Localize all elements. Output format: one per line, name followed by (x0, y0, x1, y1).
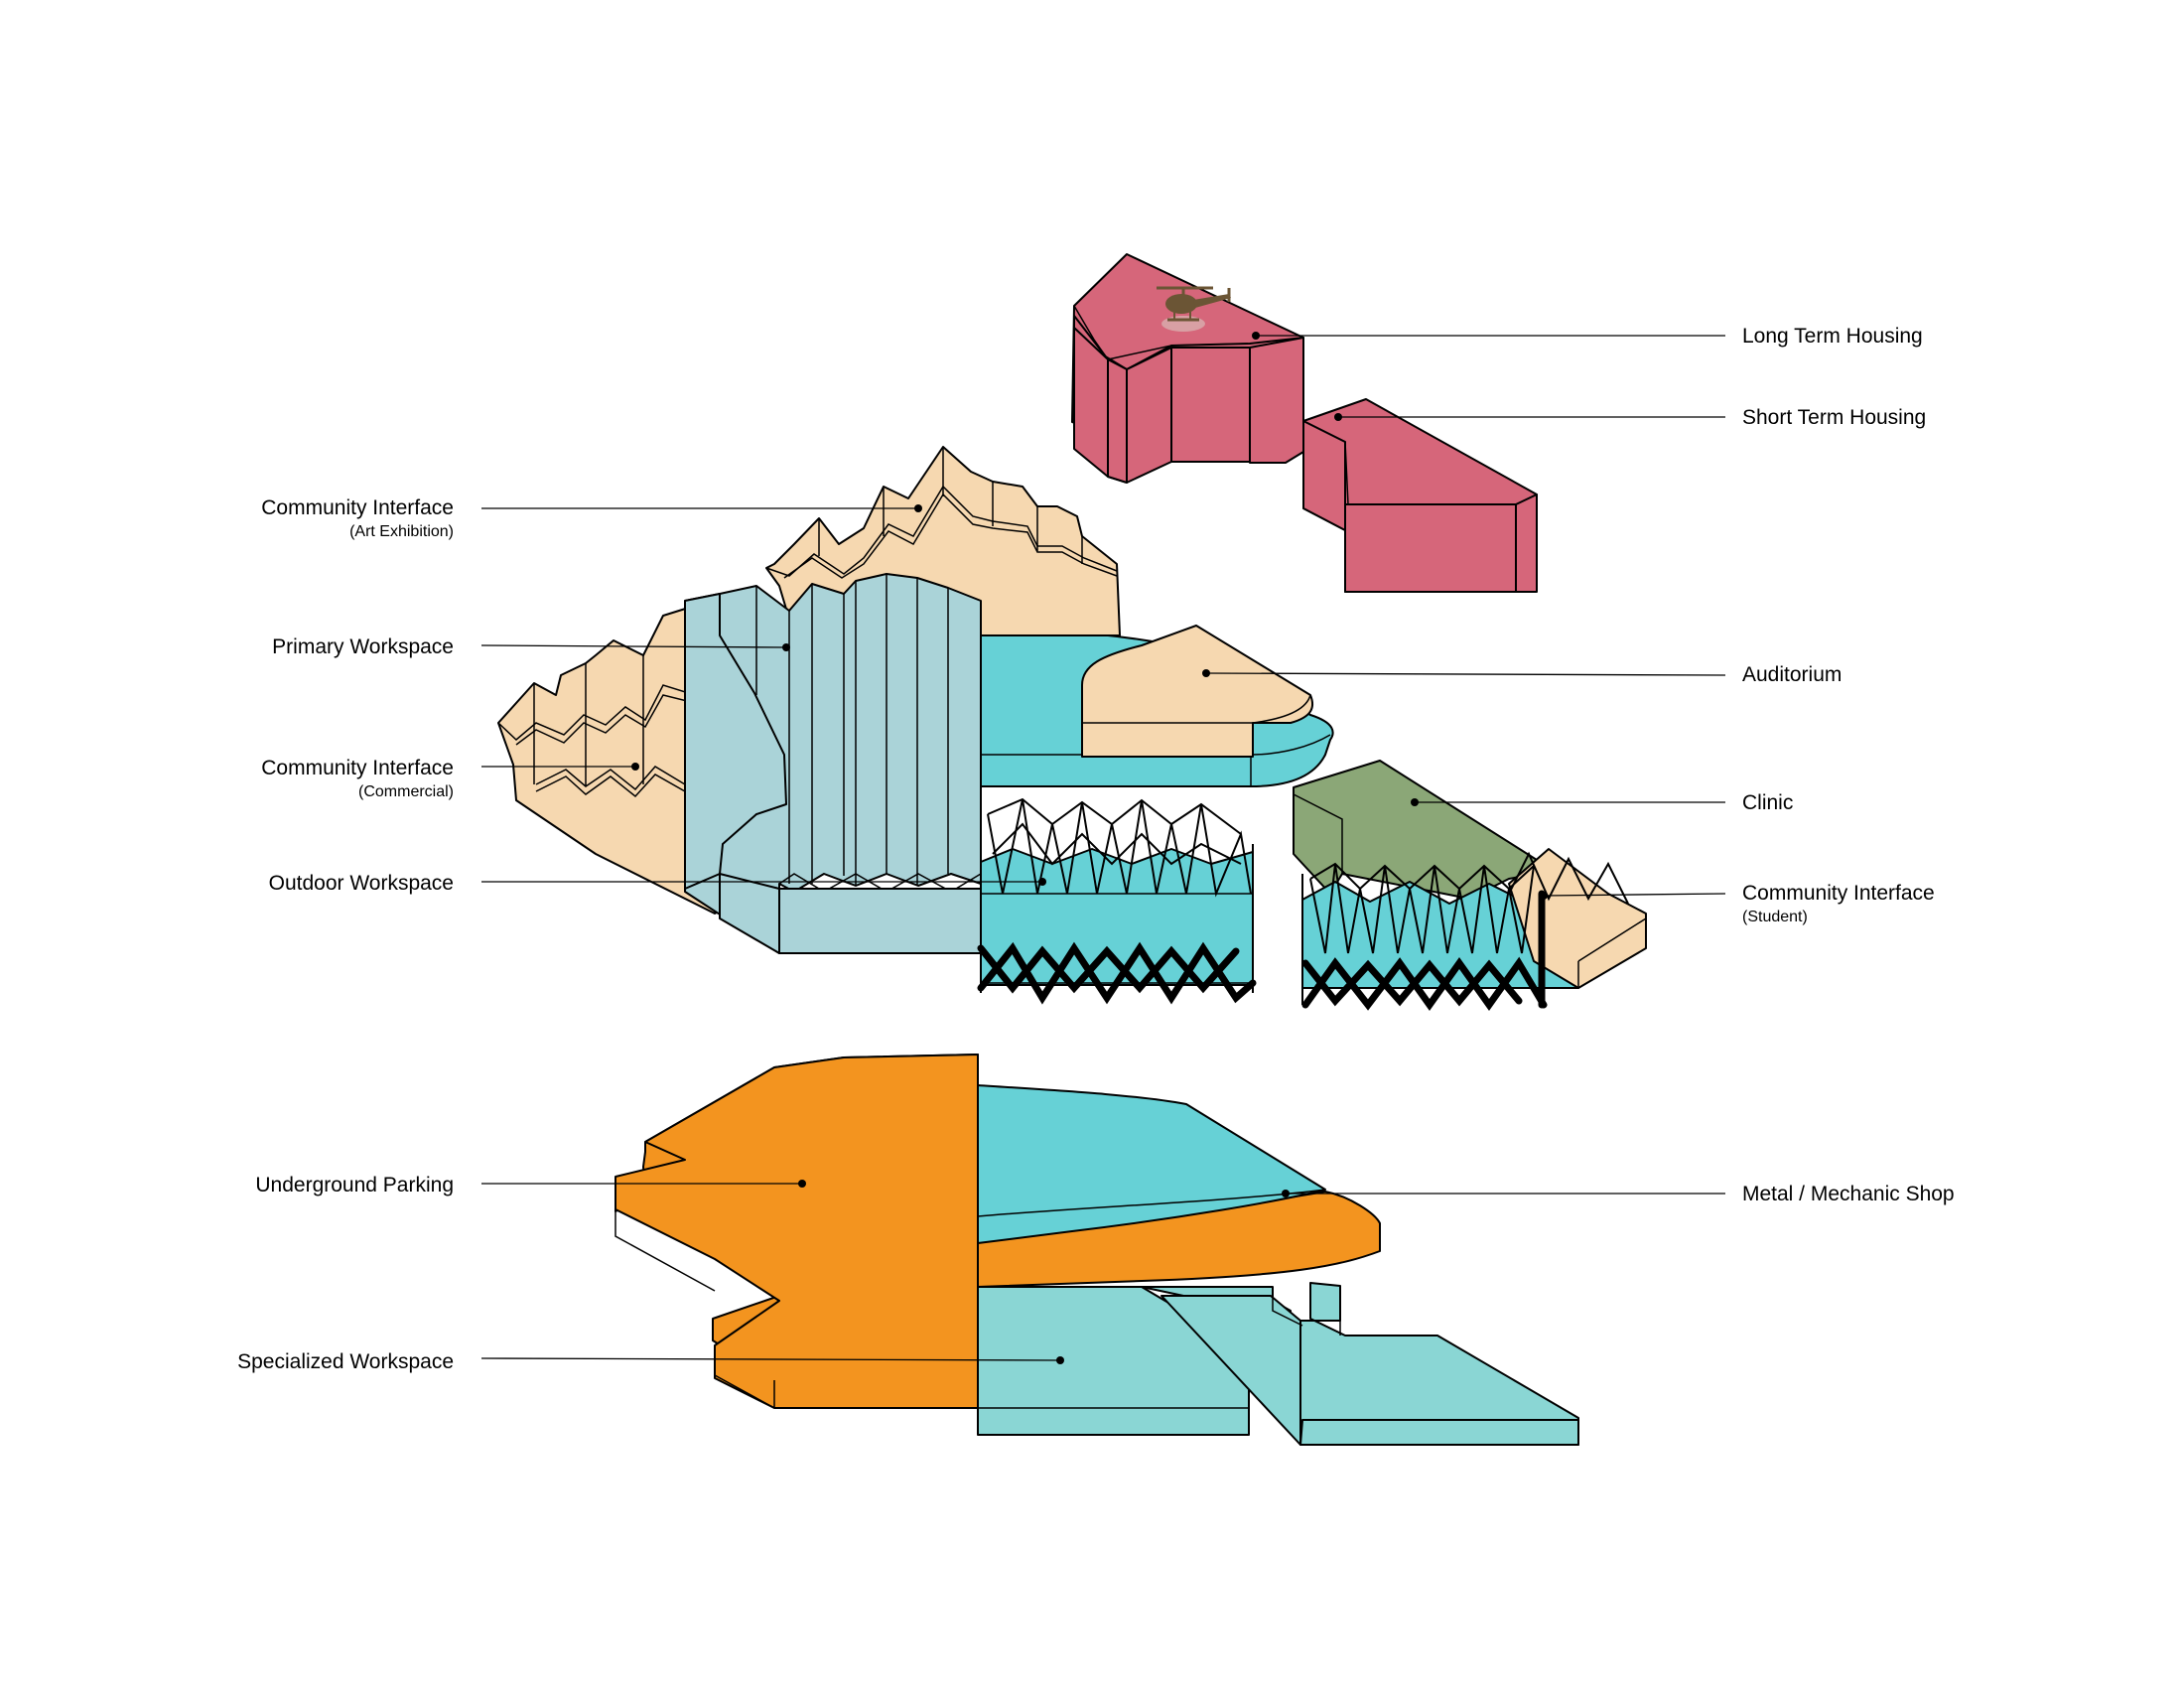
clinic-block (1293, 760, 1538, 900)
label-community-art: Community Interface (261, 496, 454, 519)
label-community-student: Community Interface (1742, 882, 1935, 905)
label-community-student-sub: (Student) (1742, 909, 1808, 925)
student-truss-structure (1301, 862, 1548, 1012)
label-community-commercial: Community Interface (261, 757, 454, 779)
label-clinic: Clinic (1742, 791, 1793, 814)
underground-parking-block (614, 1054, 1381, 1409)
leader-lines (480, 332, 1726, 1364)
label-community-commercial-sub: (Commercial) (358, 783, 454, 800)
label-underground-parking: Underground Parking (255, 1174, 454, 1196)
long-term-housing-block (1071, 253, 1304, 484)
outdoor-truss-structure (977, 796, 1257, 1005)
auditorium-block (1081, 625, 1314, 758)
specialized-workspace-block (977, 1282, 1579, 1446)
label-short-term-housing: Short Term Housing (1742, 406, 1926, 429)
helicopter-icon (1157, 286, 1231, 332)
label-primary-workspace: Primary Workspace (272, 635, 454, 658)
label-metal-shop: Metal / Mechanic Shop (1742, 1183, 1955, 1205)
label-outdoor-workspace: Outdoor Workspace (269, 872, 454, 895)
primary-workspace-block (684, 573, 982, 954)
label-specialized-workspace: Specialized Workspace (237, 1350, 454, 1373)
label-long-term-housing: Long Term Housing (1742, 325, 1923, 348)
metal-shop-block (977, 1084, 1326, 1244)
label-auditorium: Auditorium (1742, 663, 1842, 686)
short-term-housing-block (1302, 398, 1538, 593)
label-community-art-sub: (Art Exhibition) (349, 523, 454, 540)
